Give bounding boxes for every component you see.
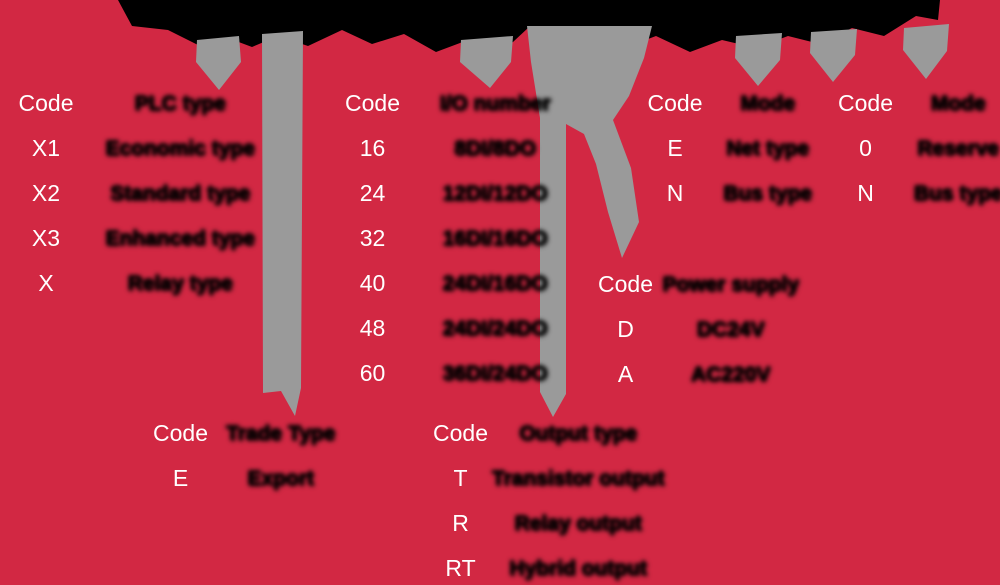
code-column-header: Code	[18, 90, 74, 116]
code-column-header: Code	[647, 90, 703, 116]
section-plc-type: Code PLC type X1 Economic type X2 Standa…	[2, 81, 270, 306]
code-value: 24	[359, 180, 386, 206]
mode-header: Mode	[740, 91, 795, 115]
code-value: E	[667, 135, 683, 161]
code-label: 24DI/24DO	[442, 316, 548, 340]
code-value: 60	[359, 360, 386, 386]
code-label: Relay type	[127, 271, 233, 295]
code-label: Enhanced type	[105, 226, 255, 250]
code-label: 12DI/12DO	[442, 181, 548, 205]
code-label: Bus type	[913, 181, 1000, 205]
arrow-to-mode-left-icon	[735, 33, 782, 86]
code-value: RT	[445, 555, 476, 581]
code-label: DC24V	[696, 317, 765, 341]
code-label: AC220V	[690, 362, 771, 386]
code-label: Reserve	[917, 136, 999, 160]
io-number-header: I/O number	[439, 91, 551, 115]
code-column-header: Code	[153, 420, 208, 446]
code-value: N	[857, 180, 874, 206]
code-label: 24DI/16DO	[442, 271, 548, 295]
code-value: 0	[859, 135, 872, 161]
code-value: 32	[359, 225, 386, 251]
code-column-header: Code	[838, 90, 893, 116]
code-label: Bus type	[723, 181, 812, 205]
output-type-header: Output type	[519, 421, 637, 445]
code-value: X1	[31, 135, 61, 161]
section-trade-type: Code Trade Type E Export	[138, 411, 338, 501]
section-io-number: Code I/O number 16 8DI/8DO 24 12DI/12DO …	[330, 81, 575, 396]
code-value: T	[453, 465, 468, 491]
code-label: 8DI/8DO	[454, 136, 536, 160]
arrow-mid-right-icon	[810, 29, 857, 82]
code-value: 16	[359, 135, 386, 161]
model-number-blob	[118, 0, 940, 54]
code-label: Relay output	[514, 511, 642, 535]
trade-type-header: Trade Type	[225, 421, 336, 445]
code-label: Net type	[726, 136, 809, 160]
code-value: N	[666, 180, 684, 206]
code-value: X	[38, 270, 54, 296]
code-value: R	[452, 510, 469, 536]
section-output-type: Code Output type T Transistor output R R…	[418, 411, 664, 585]
code-value: E	[172, 465, 189, 491]
code-column-header: Code	[433, 420, 488, 446]
code-value: D	[617, 316, 634, 342]
code-value: 48	[359, 315, 386, 341]
plc-type-header: PLC type	[134, 91, 226, 115]
code-column-header: Code	[598, 271, 653, 297]
section-mode-right: Code Mode 0 Reserve N Bus type	[823, 81, 1000, 216]
code-label: Transistor output	[491, 466, 665, 490]
code-label: Standard type	[109, 181, 251, 205]
arrow-to-mode-right-icon	[903, 24, 949, 79]
code-label: Economic type	[105, 136, 255, 160]
code-value: X2	[31, 180, 61, 206]
code-label: Hybrid output	[509, 556, 647, 580]
code-value: X3	[31, 225, 61, 251]
mode-header: Mode	[930, 91, 986, 115]
code-value: A	[617, 361, 634, 387]
code-label: 36DI/24DO	[442, 361, 548, 385]
code-label: 16DI/16DO	[442, 226, 548, 250]
code-value: 40	[359, 270, 386, 296]
section-mode-left: Code Mode E Net type N Bus type	[635, 81, 820, 216]
power-supply-header: Power supply	[662, 272, 799, 296]
code-column-header: Code	[345, 90, 400, 116]
code-label: Export	[247, 466, 314, 490]
section-power-supply: Code Power supply D DC24V A AC220V	[583, 262, 799, 397]
